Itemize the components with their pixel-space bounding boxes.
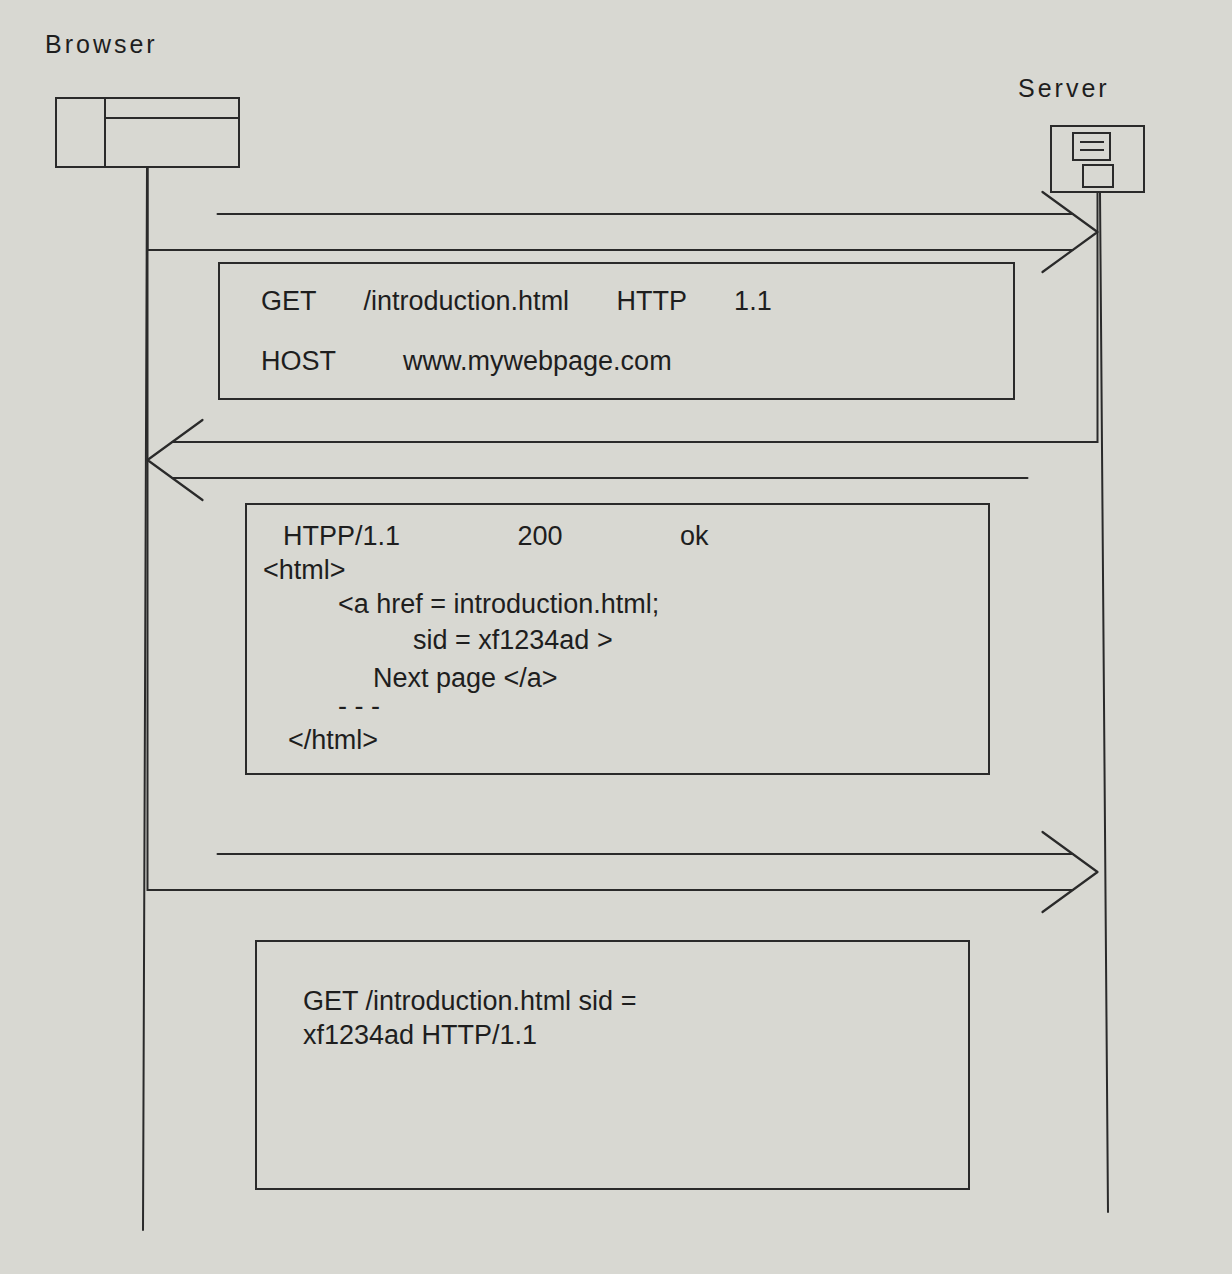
arrow-shaft-line bbox=[173, 477, 1028, 479]
message-line: HOST www.mywebpage.com bbox=[236, 344, 997, 378]
message-arrow bbox=[148, 168, 1073, 250]
server-lifeline bbox=[1100, 193, 1108, 1212]
message-box: GET /introduction.html HTTP 1.1HOST www.… bbox=[218, 262, 1015, 400]
message-line: <html> bbox=[263, 553, 972, 587]
actor-node: Browser bbox=[45, 28, 240, 168]
message-line: GET /introduction.html HTTP 1.1 bbox=[236, 284, 997, 318]
arrow-shaft-line bbox=[218, 213, 1073, 215]
message-line: <a href = introduction.html; bbox=[263, 587, 972, 621]
message-line: GET /introduction.html sid = xf1234ad HT… bbox=[273, 984, 733, 1052]
window-divider bbox=[104, 99, 106, 166]
actor-label: Server bbox=[1018, 72, 1145, 104]
message-line: sid = xf1234ad > bbox=[263, 623, 972, 657]
browser-lifeline bbox=[143, 168, 147, 1230]
message-arrow bbox=[148, 168, 1073, 890]
actor-label: Browser bbox=[45, 28, 240, 60]
message-line: - - - bbox=[263, 689, 972, 723]
arrow-shaft-line bbox=[218, 853, 1073, 855]
actor-box bbox=[1050, 125, 1145, 193]
message-arrow bbox=[173, 193, 1098, 442]
message-box: GET /introduction.html sid = xf1234ad HT… bbox=[255, 940, 970, 1190]
message-line: </html> bbox=[263, 723, 972, 757]
window-divider bbox=[105, 117, 238, 119]
server-panel-lines bbox=[1080, 142, 1104, 150]
message-line: Next page </a> bbox=[263, 661, 972, 695]
actor-box bbox=[55, 97, 240, 168]
message-line: HTPP/1.1 200 ok bbox=[263, 519, 972, 553]
server-icon bbox=[1052, 127, 1143, 191]
server-drive bbox=[1083, 165, 1113, 187]
server-panel bbox=[1073, 133, 1110, 160]
message-box: HTPP/1.1 200 ok<html><a href = introduct… bbox=[245, 503, 990, 775]
actor-node: Server bbox=[1018, 72, 1145, 193]
browser-icon bbox=[57, 99, 238, 166]
